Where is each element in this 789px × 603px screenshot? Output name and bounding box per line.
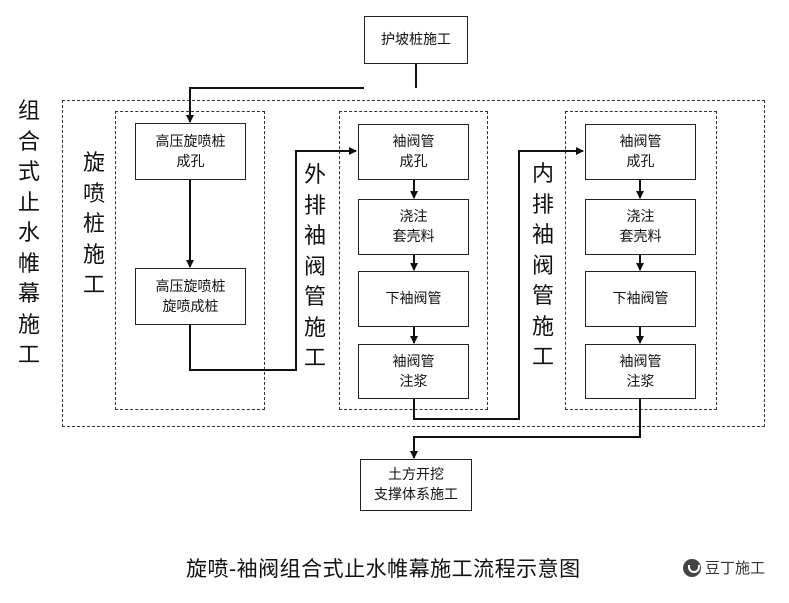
combined-curtain-label: 组合式止水帷幕施工 <box>17 97 41 372</box>
box-line-1: 成孔 <box>399 154 428 170</box>
arrow-stage2-to-stage3 <box>413 147 584 420</box>
stage3-step3-box: 下袖阀管 <box>585 271 696 327</box>
label-char-1: 合 <box>17 129 40 155</box>
label-char-0: 组 <box>17 99 40 124</box>
box-line-0: 护坡桩施工 <box>381 32 451 48</box>
label-char-4: 管 <box>303 285 326 310</box>
stage3-label: 内排袖阀管施工 <box>531 160 555 374</box>
arrow-stage1-to-stage2 <box>189 147 357 371</box>
box-line-1: 成孔 <box>626 154 655 170</box>
label-char-1: 排 <box>531 192 554 218</box>
label-char-3: 止 <box>17 190 40 216</box>
box-line-1: 套壳料 <box>619 229 662 245</box>
box-line-1: 旋喷成桩 <box>162 298 219 315</box>
label-char-0: 内 <box>531 162 554 187</box>
label-char-4: 工 <box>82 273 105 298</box>
label-char-6: 幕 <box>17 282 40 307</box>
label-char-0: 旋 <box>82 151 105 176</box>
watermark: 豆丁施工 <box>683 557 765 578</box>
combined-curtain-frame <box>62 100 765 427</box>
box-line-0: 下袖阀管 <box>385 291 442 307</box>
label-char-3: 施 <box>82 242 105 268</box>
retaining-pile-box: 护坡桩施工 <box>364 16 468 64</box>
box-line-0: 袖阀管 <box>392 353 435 370</box>
box-line-0: 高压旋喷桩 <box>155 278 226 295</box>
label-char-0: 外 <box>303 163 326 188</box>
box-line-1: 套壳料 <box>392 229 435 245</box>
stage2-step1-box: 袖阀管成孔 <box>358 124 469 180</box>
watermark-text: 豆丁施工 <box>705 559 766 577</box>
box-line-1: 注浆 <box>626 373 655 390</box>
label-char-4: 水 <box>17 221 40 246</box>
label-char-8: 工 <box>17 343 40 368</box>
box-line-1: 支撑体系施工 <box>374 487 458 503</box>
diagram-caption: 旋喷-袖阀组合式止水帷幕施工流程示意图 <box>186 557 581 581</box>
label-char-5: 帷 <box>17 251 40 277</box>
label-char-1: 喷 <box>82 181 105 207</box>
stage2-step4-box: 袖阀管注浆 <box>358 344 469 399</box>
box-line-1: 成孔 <box>176 153 205 170</box>
stage3-step2-box: 浇注套壳料 <box>585 199 696 255</box>
label-char-2: 袖 <box>303 224 326 249</box>
stage2-step2-box: 浇注套壳料 <box>358 199 469 255</box>
box-line-0: 袖阀管 <box>619 353 662 370</box>
box-line-0: 浇注 <box>626 209 655 225</box>
stage3-step4-box: 袖阀管注浆 <box>585 344 696 399</box>
box-line-0: 土方开挖 <box>388 467 444 483</box>
box-line-0: 袖阀管 <box>392 134 435 150</box>
stage2-step3-box: 下袖阀管 <box>358 271 469 327</box>
label-char-5: 施 <box>303 315 326 341</box>
stage2-label: 外排袖阀管施工 <box>303 161 327 375</box>
excavation-box: 土方开挖支撑体系施工 <box>360 459 472 511</box>
label-char-3: 阀 <box>303 254 326 280</box>
label-char-3: 阀 <box>531 253 554 279</box>
box-line-0: 下袖阀管 <box>612 291 669 307</box>
box-line-0: 高压旋喷桩 <box>155 133 226 150</box>
label-char-1: 排 <box>303 193 326 219</box>
box-line-0: 浇注 <box>399 209 428 225</box>
arrow-stage3-to-bottom <box>410 399 641 459</box>
label-char-4: 管 <box>531 284 554 309</box>
stage3-step1-box: 袖阀管成孔 <box>585 124 696 180</box>
label-char-2: 式 <box>17 160 40 185</box>
box-line-1: 注浆 <box>399 373 428 390</box>
box-line-0: 袖阀管 <box>619 134 662 150</box>
label-char-5: 施 <box>531 314 554 340</box>
stage1-step1-box: 高压旋喷桩成孔 <box>135 123 246 180</box>
label-char-6: 工 <box>531 345 554 370</box>
arrow-top-to-stage1 <box>186 87 364 123</box>
label-char-2: 桩 <box>82 212 105 237</box>
label-char-2: 袖 <box>531 223 554 248</box>
watermark-logo-icon <box>683 558 701 577</box>
label-char-6: 工 <box>303 346 326 371</box>
stage1-step2-box: 高压旋喷桩旋喷成桩 <box>135 268 246 325</box>
stage1-label: 旋喷桩施工 <box>82 149 106 302</box>
label-char-7: 施 <box>17 312 40 338</box>
